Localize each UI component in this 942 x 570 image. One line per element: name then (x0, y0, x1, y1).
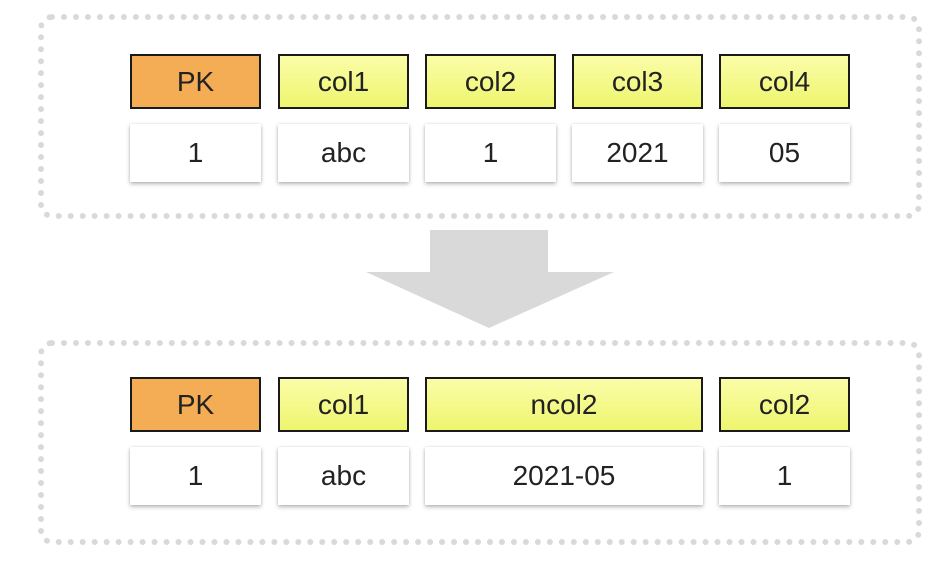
before-header-pk: PK (130, 54, 261, 109)
before-cell-col1: abc (278, 124, 409, 182)
before-cell-col4: 05 (719, 124, 850, 182)
after-cell-col2: 1 (719, 447, 850, 505)
after-header-col1: col1 (278, 377, 409, 432)
before-header-col1: col1 (278, 54, 409, 109)
before-cell-pk: 1 (130, 124, 261, 182)
before-header-col4: col4 (719, 54, 850, 109)
before-table-group (38, 14, 922, 219)
after-cell-col1: abc (278, 447, 409, 505)
after-header-col2: col2 (719, 377, 850, 432)
after-header-ncol2: ncol2 (425, 377, 703, 432)
after-cell-pk: 1 (130, 447, 261, 505)
after-header-pk: PK (130, 377, 261, 432)
before-cell-col3: 2021 (572, 124, 703, 182)
before-header-col3: col3 (572, 54, 703, 109)
after-table-group (38, 340, 922, 545)
before-header-col2: col2 (425, 54, 556, 109)
before-cell-col2: 1 (425, 124, 556, 182)
after-cell-ncol2: 2021-05 (425, 447, 703, 505)
